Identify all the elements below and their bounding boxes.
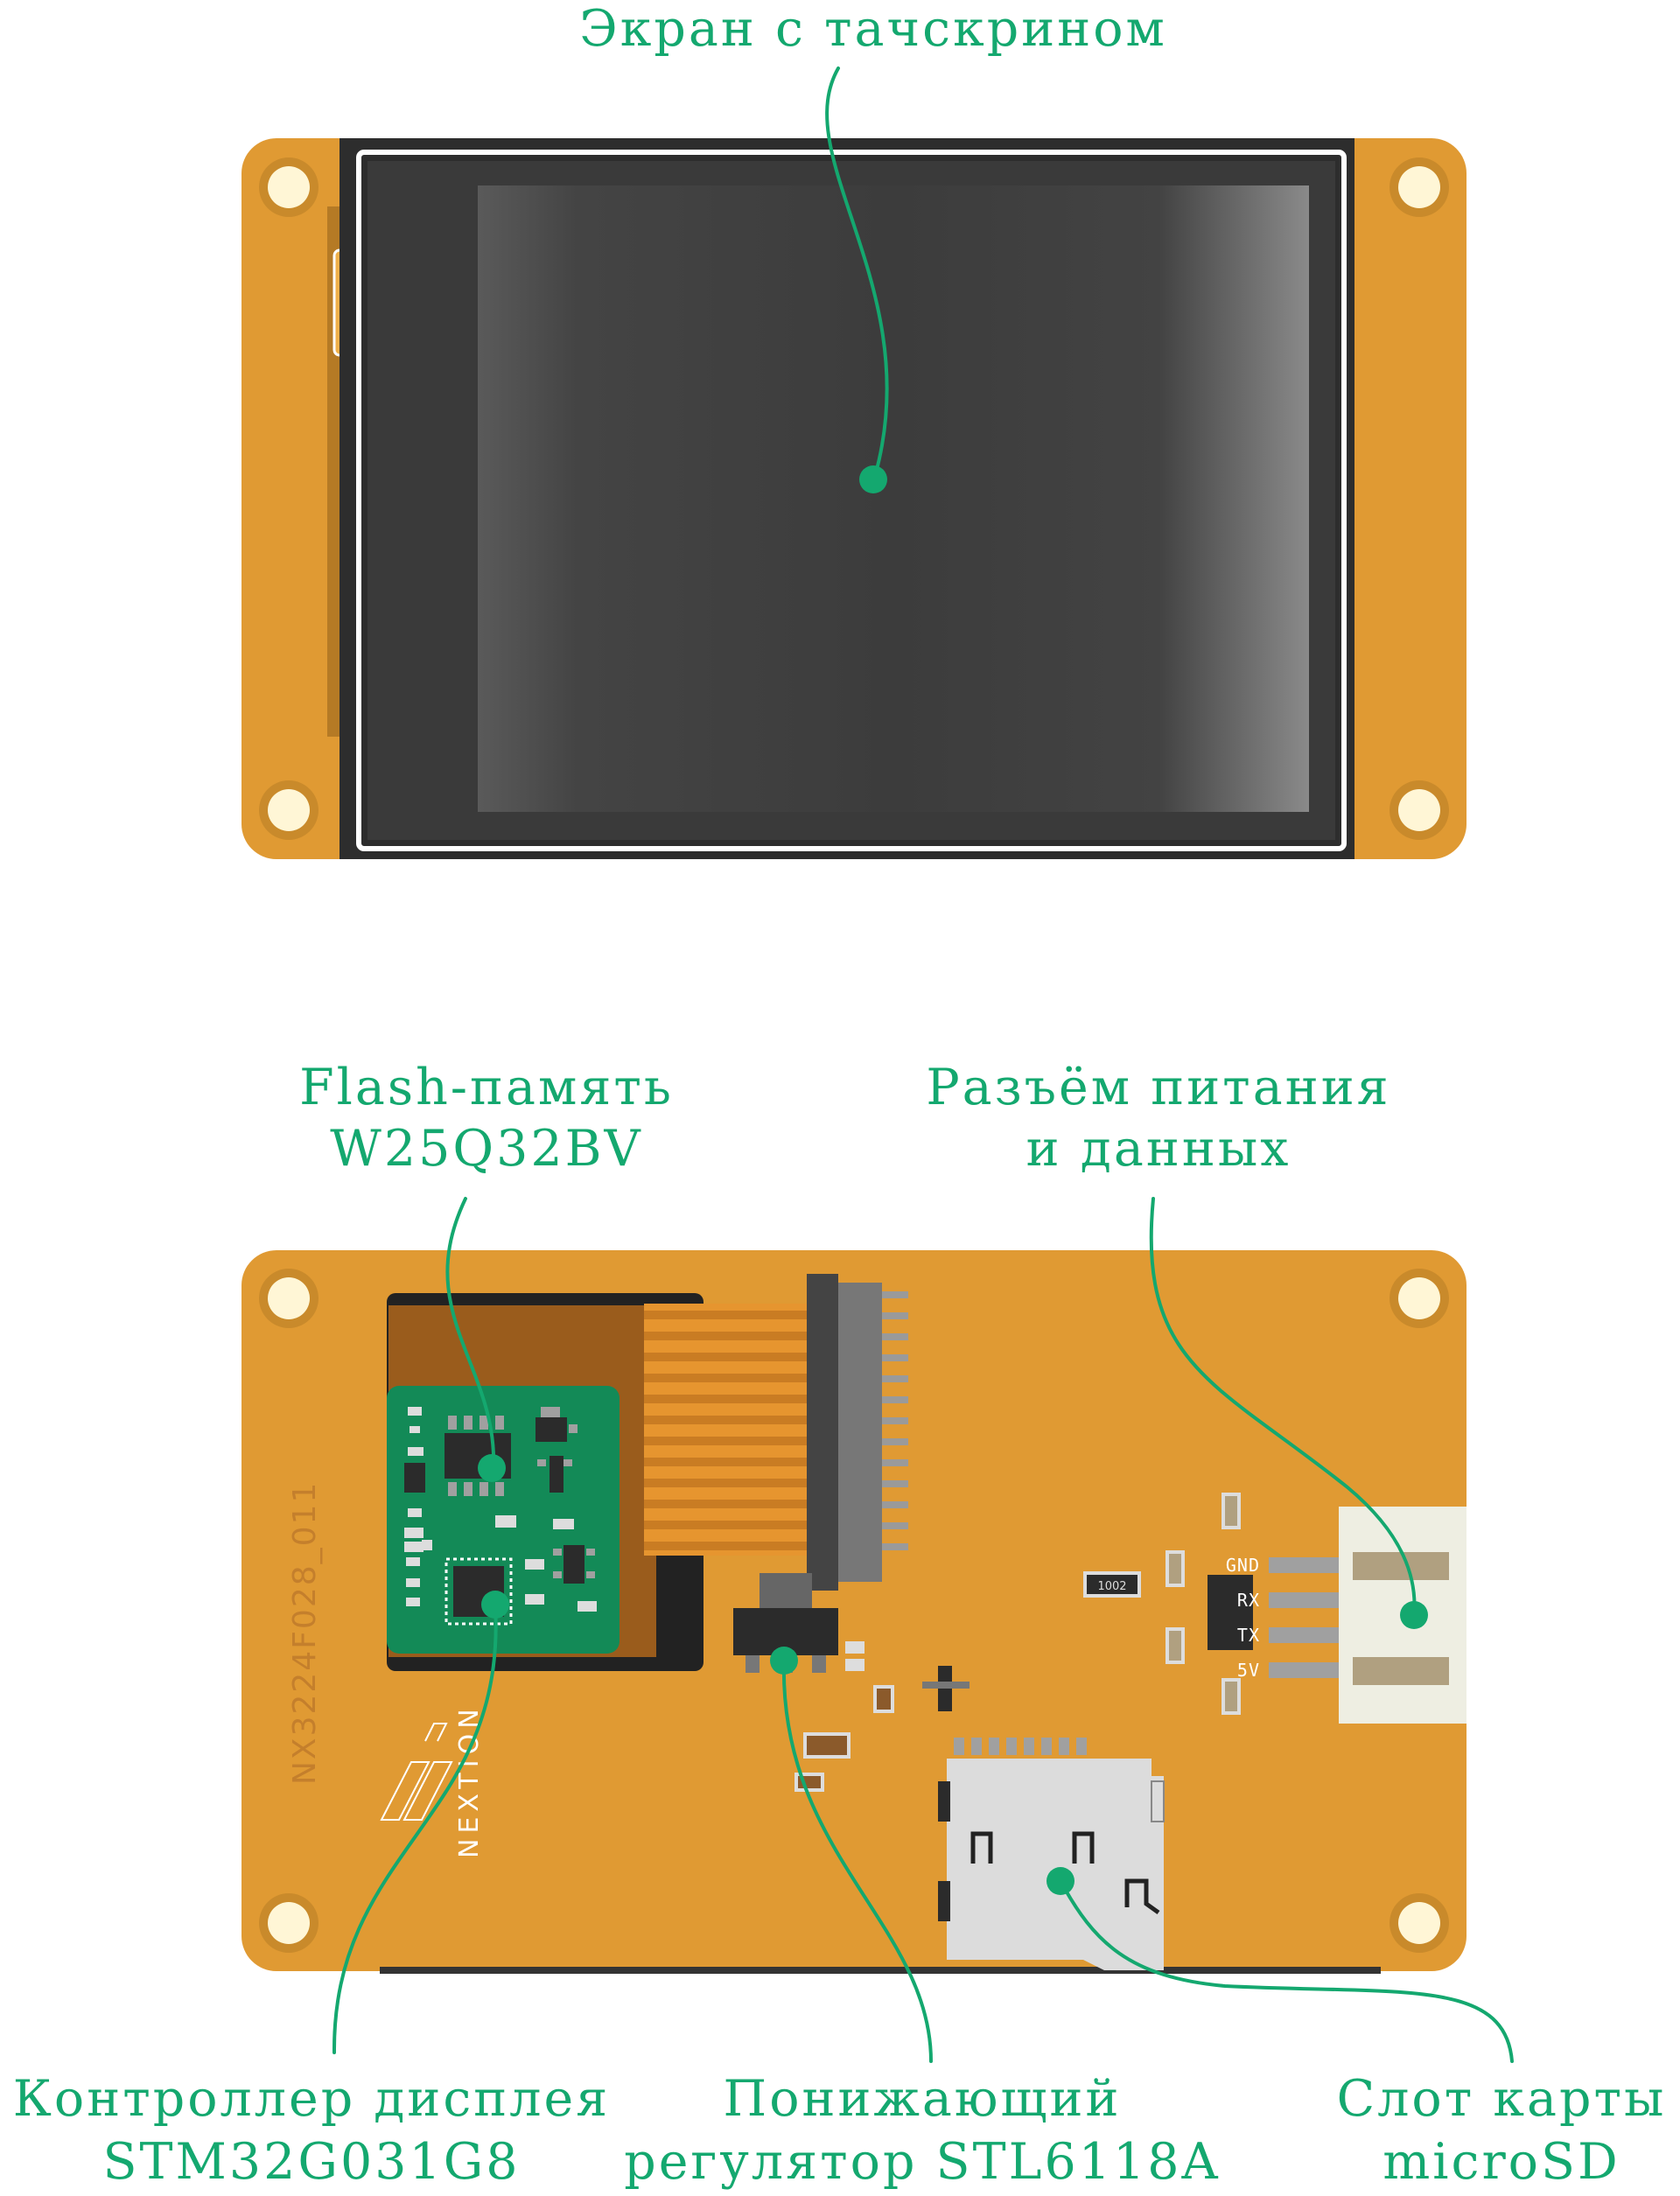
pin-label-5v: 5V <box>1237 1660 1260 1681</box>
controller-board <box>387 1386 620 1654</box>
leader-dot-flash <box>478 1454 506 1482</box>
leader-lines <box>332 66 1514 2063</box>
ribbon-cable <box>644 1304 814 1556</box>
label-sdslot-line2: microSD <box>1382 2133 1620 2191</box>
resistor-code: 1002 <box>1097 1580 1126 1593</box>
leader-connector <box>1149 1197 1417 1617</box>
mounting-hole <box>268 789 310 831</box>
front-view <box>242 138 1466 859</box>
nextion-logo <box>380 1723 453 1821</box>
pin-label-tx: TX <box>1237 1625 1260 1646</box>
label-regulator-line2: регулятор STL6118A <box>624 2133 1220 2191</box>
leader-dot-touchscreen <box>859 465 887 493</box>
model-silkscreen: NX3224F028_011 <box>287 1481 323 1785</box>
label-connector-line1: Разъём питания <box>926 1059 1390 1116</box>
screen-bezel-outline <box>356 150 1347 851</box>
leader-controller <box>332 1603 498 2054</box>
mounting-hole <box>1398 789 1440 831</box>
leader-dot-controller <box>481 1591 509 1619</box>
screen-active-area <box>478 185 1309 812</box>
label-regulator-line1: Понижающий <box>723 2070 1121 2128</box>
label-flash-line1: Flash-память <box>299 1059 674 1116</box>
leader-regulator <box>781 1659 933 2063</box>
leader-dot-sdslot <box>1046 1867 1074 1895</box>
pin-label-rx: RX <box>1237 1590 1260 1611</box>
mounting-hole <box>268 166 310 208</box>
microsd-slot <box>938 1738 1165 1970</box>
label-touchscreen: Экран с тачскрином <box>579 0 1167 58</box>
mounting-hole <box>268 1277 310 1319</box>
label-connector-line2: и данных <box>1026 1120 1292 1178</box>
resistor <box>1083 1571 1141 1598</box>
callout-labels: Экран с тачскрином Flash-память W25Q32BV… <box>13 0 1667 2191</box>
pin-label-gnd: GND <box>1226 1555 1260 1576</box>
leader-sdslot <box>1059 1879 1514 2063</box>
label-flash-line2: W25Q32BV <box>330 1120 642 1178</box>
label-controller-line1: Контроллер дисплея <box>13 2070 610 2128</box>
mounting-hole <box>268 1902 310 1944</box>
fpc-connector <box>807 1274 908 1591</box>
mounting-hole <box>1398 166 1440 208</box>
leader-flash <box>445 1197 496 1468</box>
back-bottom-edge <box>380 1967 1381 1974</box>
label-controller-line2: STM32G031G8 <box>102 2133 520 2191</box>
mounting-hole <box>1398 1277 1440 1319</box>
back-view: 1002 GND RX TX 5V <box>242 1250 1466 1974</box>
leader-dot-regulator <box>770 1647 798 1675</box>
label-sdslot-line1: Слот карты <box>1337 2070 1667 2128</box>
mounting-hole <box>1398 1902 1440 1944</box>
leader-touchscreen <box>825 66 889 478</box>
leader-dot-connector <box>1400 1601 1428 1629</box>
brand-silkscreen: NEXTION <box>454 1703 485 1858</box>
